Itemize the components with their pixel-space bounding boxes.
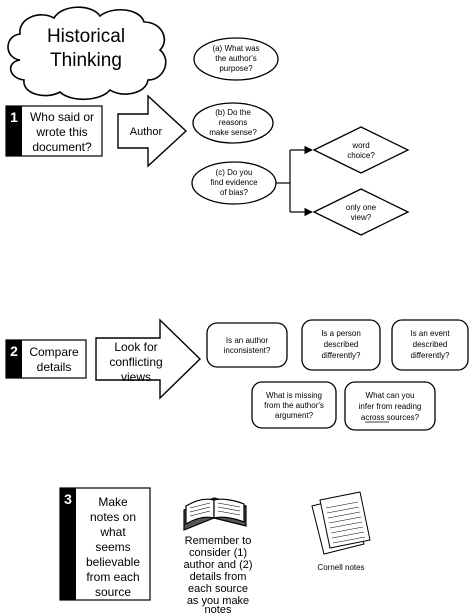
- step-1-prompt-line-1: Who said or: [30, 110, 94, 124]
- step-3-number-tab: [60, 488, 76, 600]
- question-event-described-line-2: described: [413, 340, 448, 349]
- question-reasons-sense: [192, 102, 274, 144]
- option-word-choice: [312, 126, 410, 174]
- question-missing-argument-line-3: argument?: [275, 411, 314, 420]
- question-evidence-bias-line-1: (c) Do you: [216, 168, 253, 177]
- question-author-inconsistent: [206, 322, 288, 368]
- step-1-prompt-line-2: wrote this: [35, 125, 87, 139]
- step-3-prompt-line-6: from each: [86, 570, 139, 584]
- step-1-number-tab: [6, 106, 22, 156]
- open-book-icon: [183, 497, 247, 531]
- reminder-line-6: as you make: [187, 595, 249, 607]
- question-event-described: [391, 319, 469, 371]
- step-2-arrow-label-line-1: Look for: [114, 340, 157, 354]
- step-2-number: 2: [10, 343, 18, 359]
- step-3-prompt-line-7: source: [95, 585, 131, 599]
- step-2: 2 Compare details Look for conflicting v…: [5, 318, 469, 431]
- compare-question-boxes: [206, 319, 469, 431]
- question-infer-line-2: infer from reading: [359, 402, 422, 411]
- step-3-number: 3: [64, 491, 72, 507]
- option-one-view: [312, 188, 410, 236]
- step-2-prompt-line-2: details: [37, 360, 72, 374]
- question-author-purpose-line-1: (a) What was: [212, 44, 259, 53]
- step-2-arrow: [95, 318, 202, 400]
- question-person-described-line-3: differently?: [322, 351, 362, 360]
- question-author-purpose-line-2: the author's: [215, 54, 257, 63]
- question-missing-argument-line-1: What is missing: [266, 391, 322, 400]
- question-event-described-line-3: differently?: [411, 351, 451, 360]
- cornell-notes-label: Cornell notes: [317, 563, 364, 572]
- question-person-described-line-2: described: [324, 340, 359, 349]
- reminder-line-5: each source: [188, 583, 248, 595]
- question-reasons-sense-line-1: (b) Do the: [215, 108, 251, 117]
- question-infer-across-sources: [344, 381, 436, 431]
- step-3-prompt-line-1: Make: [98, 495, 128, 509]
- question-missing-argument-line-2: from the author's: [264, 401, 324, 410]
- question-person-described-line-1: Is a person: [321, 329, 361, 338]
- reminder-line-1: Remember to: [185, 535, 252, 547]
- step-3-prompt-line-4: seems: [95, 540, 130, 554]
- question-reasons-sense-line-3: make sense?: [209, 128, 257, 137]
- bias-branch-connectors: [276, 145, 313, 217]
- question-author-inconsistent-line-1: Is an author: [226, 336, 269, 345]
- question-event-described-line-1: Is an event: [410, 329, 450, 338]
- step-1-number: 1: [10, 109, 18, 125]
- option-one-view-line-2: view?: [351, 213, 372, 222]
- question-person-described: [301, 319, 381, 371]
- reminder-line-3: author and (2): [183, 559, 252, 571]
- step-1: 1 Who said or wrote this document? Autho…: [5, 37, 410, 236]
- title-line-2: Thinking: [50, 50, 122, 71]
- title-line-1: Historical: [47, 26, 125, 47]
- title-cloud: Historical Thinking: [7, 6, 167, 101]
- option-word-choice-line-1: word: [351, 141, 369, 150]
- step-3-prompt-line-3: what: [99, 525, 126, 539]
- step-2-arrow-label-line-3: views: [121, 370, 151, 384]
- question-author-inconsistent-line-2: inconsistent?: [224, 346, 271, 355]
- cloud-icon: [7, 6, 167, 101]
- reminder-line-2: consider (1): [189, 547, 247, 559]
- question-infer-line-3: across sources?: [361, 413, 420, 422]
- question-missing-argument: [251, 381, 337, 429]
- question-infer-line-1: What can you: [366, 391, 415, 400]
- question-author-purpose-line-3: purpose?: [219, 64, 253, 73]
- step-1-arrow: [117, 94, 188, 168]
- step-1-arrow-label: Author: [130, 126, 163, 138]
- question-author-purpose: [193, 37, 279, 81]
- reminder-line-7: notes: [205, 604, 232, 614]
- question-evidence-bias-line-2: find evidence: [210, 178, 258, 187]
- step-3-prompt-line-2: notes on: [90, 510, 136, 524]
- option-one-view-line-1: only one: [346, 203, 377, 212]
- step-2-prompt-line-1: Compare: [29, 345, 79, 359]
- question-reasons-sense-line-2: reasons: [219, 118, 247, 127]
- step-3-prompt-line-5: believable: [86, 555, 140, 569]
- cornell-notes-icon: [311, 491, 371, 555]
- question-evidence-bias-line-3: of bias?: [220, 188, 249, 197]
- reminder-line-4: details from: [190, 571, 247, 583]
- step-2-arrow-label-line-2: conflicting: [109, 355, 162, 369]
- step-2-number-tab: [6, 340, 22, 378]
- option-word-choice-line-2: choice?: [347, 151, 375, 160]
- step-3: 3 Make notes on what seems believable fr…: [59, 487, 371, 614]
- step-1-prompt-line-3: document?: [32, 140, 92, 154]
